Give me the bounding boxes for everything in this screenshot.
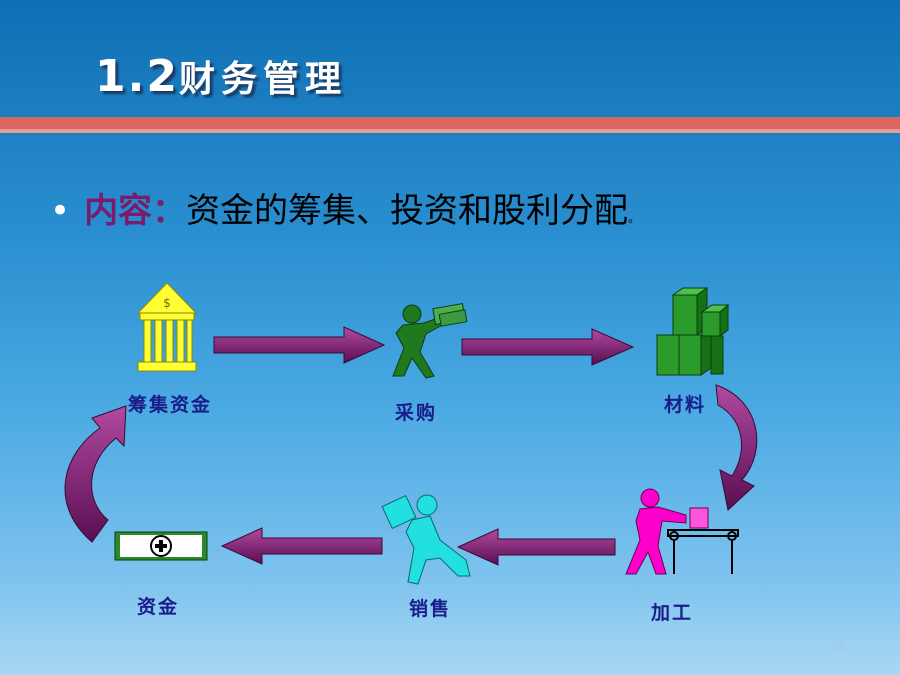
label-raise-funds: 筹集资金 <box>128 394 213 416</box>
bullet-dot: • <box>50 191 71 231</box>
arrow-materials-to-processing <box>715 384 758 511</box>
worker-conveyor-icon <box>625 488 739 575</box>
arrow-funds-to-raise <box>64 405 127 543</box>
arrow-raise-to-purchase <box>213 326 386 364</box>
slide-title: 1.2财务管理 <box>95 50 347 102</box>
bullet-label: 内容： <box>84 191 187 231</box>
title-divider-lower <box>0 129 900 133</box>
label-purchase: 采购 <box>395 402 438 424</box>
bullet-line: • 内容：资金的筹集、投资和股利分配。 <box>50 183 640 232</box>
svg-text:$: $ <box>163 296 171 310</box>
arrow-purchase-to-materials <box>461 328 635 366</box>
bullet-end: 。 <box>628 211 641 225</box>
label-funds: 资金 <box>137 596 180 618</box>
purchaser-icon <box>392 302 468 379</box>
title-text: 财务管理 <box>178 58 347 100</box>
bullet-text: 资金的筹集、投资和股利分配 <box>186 191 629 231</box>
seller-icon <box>381 494 471 585</box>
label-materials: 材料 <box>664 394 707 416</box>
page-number: 9 <box>834 637 844 655</box>
arrow-sales-to-funds <box>220 527 383 565</box>
banknote-icon <box>114 531 208 561</box>
materials-boxes-icon <box>656 287 730 376</box>
title-number: 1.2 <box>95 51 179 102</box>
bank-icon: $ <box>136 282 198 372</box>
title-divider <box>0 117 900 129</box>
arrow-processing-to-sales <box>456 528 616 566</box>
label-sales: 销售 <box>409 598 452 620</box>
label-processing: 加工 <box>651 602 694 624</box>
